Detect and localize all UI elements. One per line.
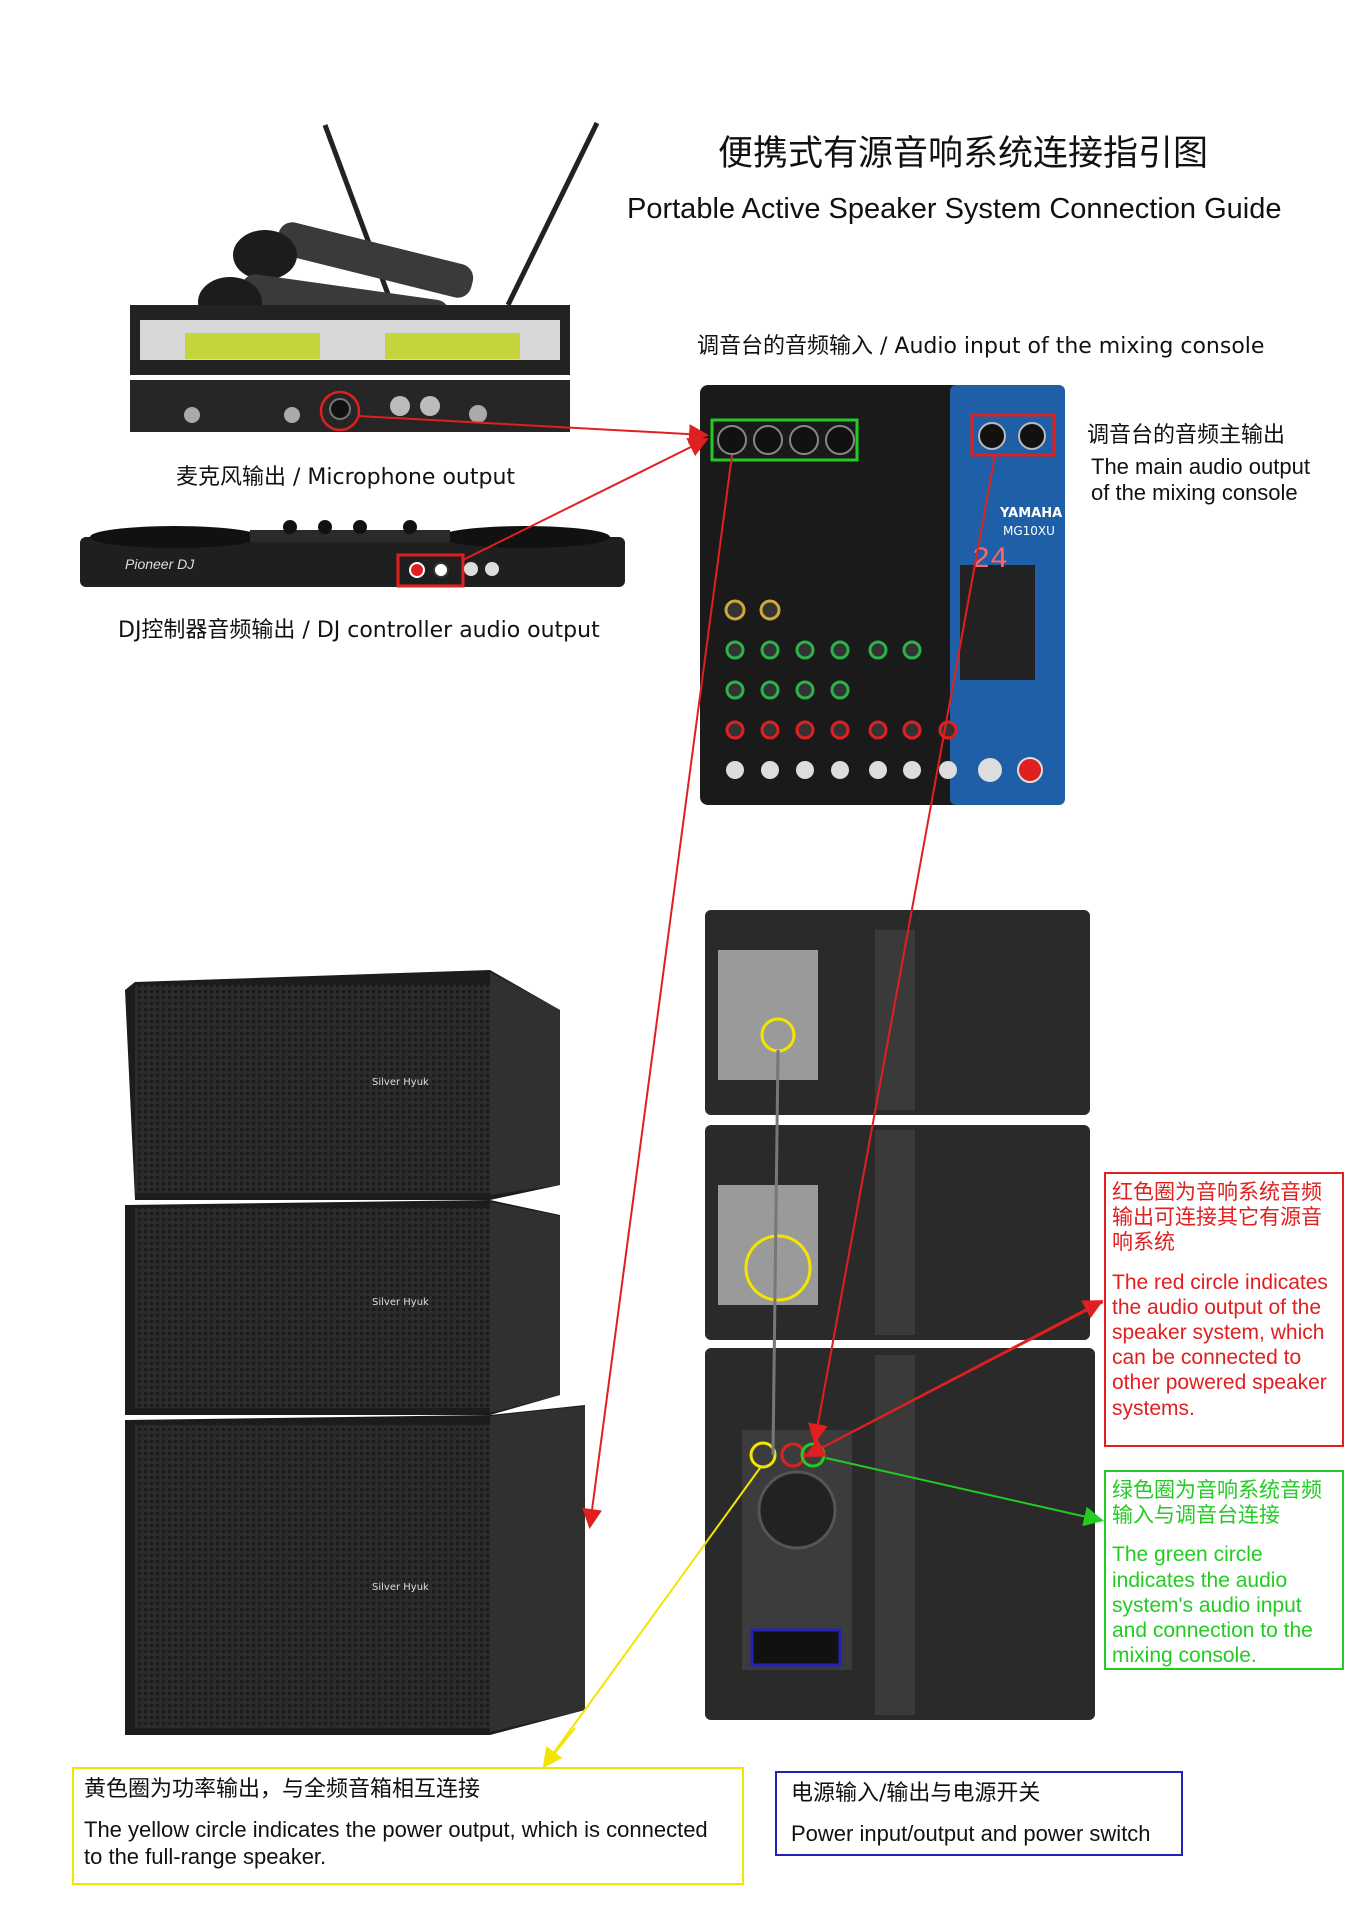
arrow-to-full-range (582, 454, 733, 1529)
page-title-en: Portable Active Speaker System Connectio… (627, 193, 1282, 225)
blue-power-note: 电源输入/输出与电源开关 Power input/output and powe… (775, 1771, 1183, 1856)
mixer-input-label: 调音台的音频输入 / Audio input of the mixing con… (697, 334, 1265, 359)
arrow-yellow-note (542, 1467, 761, 1769)
dj-brand-label: Pioneer DJ (125, 556, 195, 572)
dj-controller: Pioneer DJ (80, 520, 625, 588)
arrow-mixer-to-speaker (808, 454, 996, 1444)
mixer-model: MG10XU (1003, 524, 1055, 538)
mixer-knobs (724, 599, 1043, 783)
speaker-brand-top: Silver Hyuk (372, 1077, 429, 1088)
green-note-en: The green circle indicates the audio sys… (1112, 1543, 1313, 1668)
arrow-mic-to-mixer (357, 415, 709, 445)
mixer-output-label-cn: 调音台的音频主输出 (1087, 423, 1286, 448)
blue-note-cn: 电源输入/输出与电源开关 (791, 1781, 1041, 1806)
mixer-main-output-red-box (970, 413, 1056, 457)
mixer-brand: YAMAHA (999, 506, 1062, 521)
red-note-en: The red circle indicates the audio outpu… (1112, 1270, 1328, 1420)
mixer-input-green-box (710, 418, 859, 462)
rear-speaker-stack (705, 910, 1095, 1720)
mixer-output-label-en-1: The main audio output (1091, 454, 1310, 479)
dj-output-label: DJ控制器音频输出 / DJ controller audio output (118, 618, 600, 643)
speaker-brand-mid: Silver Hyuk (372, 1297, 429, 1308)
connection-lines (357, 415, 1104, 1769)
wireless-mic-receiver (130, 121, 600, 432)
red-circle-output (780, 1442, 806, 1468)
handheld-mic-1 (233, 222, 474, 298)
green-note-cn: 绿色圈为音响系统音频输入与调音台连接 (1112, 1478, 1322, 1528)
green-circle-note: 绿色圈为音响系统音频输入与调音台连接 The green circle indi… (1104, 1470, 1344, 1670)
yellow-circle-mid (744, 1234, 812, 1302)
mic-output-red-circle (319, 390, 361, 432)
speaker-brand-sub: Silver Hyuk (372, 1582, 429, 1593)
mic-output-label: 麦克风输出 / Microphone output (176, 465, 516, 490)
arrow-green-note (825, 1457, 1104, 1527)
mixer-output-label-en-2: of the mixing console (1091, 480, 1298, 505)
blue-note-en: Power input/output and power switch (791, 1821, 1151, 1847)
yellow-circle-note: 黄色圈为功率输出，与全频音箱相互连接 The yellow circle ind… (72, 1767, 744, 1885)
red-note-cn: 红色圈为音响系统音频输出可连接其它有源音响系统 (1112, 1180, 1322, 1255)
page-title-cn: 便携式有源音响系统连接指引图 (718, 134, 1209, 174)
yellow-circle-bottom (749, 1441, 777, 1469)
mixing-console: 24 YAMAHA MG10XU (700, 385, 1065, 805)
yellow-note-cn: 黄色圈为功率输出，与全频音箱相互连接 (84, 1777, 481, 1802)
dj-output-red-box (396, 553, 465, 588)
yellow-note-en: The yellow circle indicates the power ou… (84, 1817, 708, 1869)
cooling-fan (757, 1470, 837, 1550)
power-io-blue-box (750, 1628, 842, 1667)
full-range-speaker-stack: Silver Hyuk Silver Hyuk Silver Hyuk (125, 970, 585, 1735)
red-circle-note: 红色圈为音响系统音频输出可连接其它有源音响系统 The red circle i… (1104, 1172, 1344, 1447)
arrow-dj-to-mixer (462, 438, 709, 561)
